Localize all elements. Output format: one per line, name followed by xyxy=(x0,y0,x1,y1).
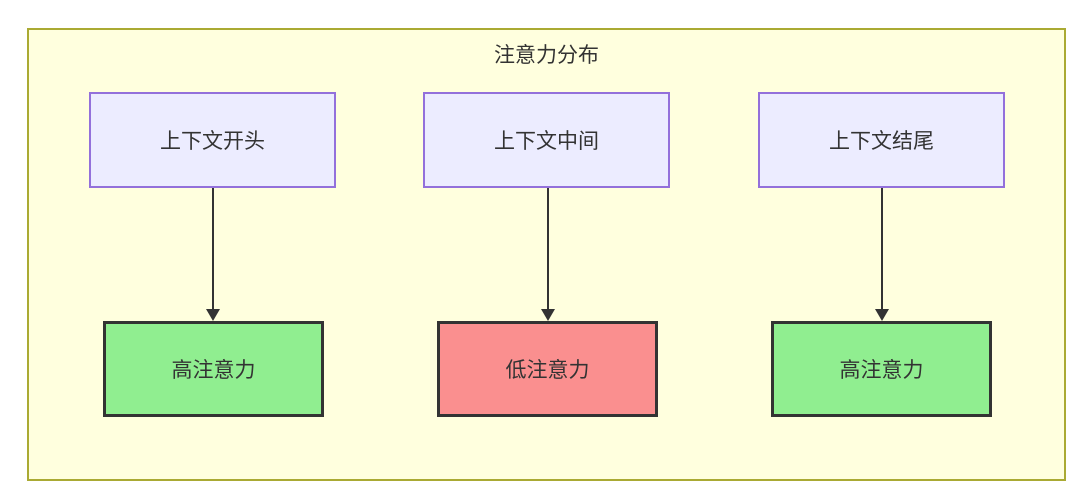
arrow-line-3 xyxy=(880,188,883,310)
node-context-end: 上下文结尾 xyxy=(758,92,1005,188)
arrow-line-2 xyxy=(546,188,549,310)
node-high-attention-1: 高注意力 xyxy=(103,321,324,417)
attention-distribution-container: 注意力分布 上下文开头 高注意力 上下文中间 低注意力 上下文结尾 高注意力 xyxy=(27,28,1066,481)
node-context-beginning: 上下文开头 xyxy=(89,92,336,188)
arrowhead-icon xyxy=(874,309,889,321)
arrow-line-1 xyxy=(211,188,214,310)
diagram-title: 注意力分布 xyxy=(494,44,599,67)
arrowhead-icon xyxy=(205,309,220,321)
arrowhead-icon xyxy=(540,309,555,321)
node-low-attention: 低注意力 xyxy=(437,321,658,417)
node-context-middle: 上下文中间 xyxy=(423,92,670,188)
node-high-attention-2: 高注意力 xyxy=(771,321,992,417)
